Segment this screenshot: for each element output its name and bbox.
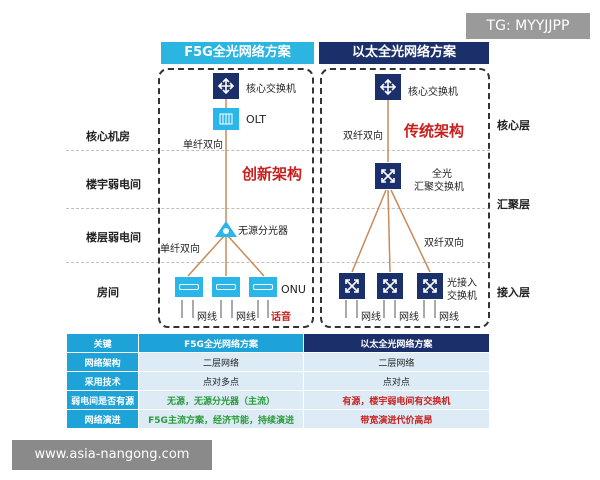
olt-label: OLT	[246, 113, 266, 126]
row-label-room: 房间	[97, 286, 119, 299]
innovation-architecture-label: 创新架构	[242, 165, 303, 183]
table-header-cell: 以太全光网络方案	[302, 333, 491, 353]
table-key-cell: 网络架构	[65, 352, 140, 372]
row-label-core-layer: 核心层	[497, 119, 530, 132]
row-label-aggregation-layer: 汇聚层	[497, 198, 530, 211]
table-header-row: 关键 F5G全光网络方案 以太全光网络方案	[65, 333, 491, 353]
f5g-core-switch-icon	[213, 73, 239, 99]
f5g-line-splitter-onu1	[187, 235, 225, 277]
splitter-label: 无源分光器	[238, 226, 288, 237]
f5g-net-cable-label: 网线	[236, 312, 256, 323]
access-switch-icon	[339, 273, 365, 299]
watermark-bottom: www.asia-nangong.com	[12, 440, 212, 470]
eth-fiber-label-1: 双纤双向	[343, 131, 383, 142]
onu-icon	[249, 277, 277, 297]
access-switch-icon	[377, 273, 403, 299]
table-row: 网络架构 二层网络 二层网络	[65, 352, 491, 372]
row-label-access-layer: 接入层	[497, 286, 530, 299]
row-separator	[66, 262, 490, 263]
table-key-cell: 采用技术	[65, 371, 140, 391]
table-row: 网络演进 F5G主流方案，经济节能，持续演进 带宽演进代价高昂	[65, 409, 491, 429]
eth-line-agg-access3	[390, 189, 431, 273]
table-row: 弱电间是否有源 无源，无源分光器（主流） 有源，楼宇弱电间有交换机	[65, 390, 491, 410]
row-label-core-room: 核心机房	[86, 130, 130, 143]
eth-net-cable-label: 网线	[439, 312, 459, 323]
table-row: 采用技术 点对多点 点对点	[65, 371, 491, 391]
splitter-icon	[215, 221, 237, 237]
f5g-diagram-box	[158, 68, 314, 328]
eth-core-switch-label: 核心交换机	[408, 87, 458, 98]
row-label-building-closet: 楼宇弱电间	[86, 178, 141, 191]
access-switch-label-1: 光接入	[447, 278, 477, 289]
table-cell: 有源，楼宇弱电间有交换机	[302, 390, 491, 410]
table-cell: 点对点	[302, 371, 491, 391]
onu-label: ONU	[281, 283, 306, 296]
onu-icon	[212, 277, 240, 297]
table-header-cell: 关键	[65, 333, 140, 353]
row-separator	[66, 208, 490, 209]
traditional-architecture-label: 传统架构	[404, 122, 465, 140]
table-key-cell: 弱电间是否有源	[65, 390, 140, 410]
eth-core-switch-icon	[375, 74, 401, 100]
eth-line-agg-access2	[387, 189, 391, 273]
table-cell: 无源，无源分光器（主流）	[138, 390, 304, 410]
aggregation-switch-label-2: 汇聚交换机	[414, 182, 464, 193]
f5g-net-cable-label: 网线	[197, 312, 217, 323]
table-cell: F5G主流方案，经济节能，持续演进	[138, 409, 304, 429]
table-key-cell: 网络演进	[65, 409, 140, 429]
eth-line-agg-access1	[351, 189, 387, 273]
table-header-cell: F5G全光网络方案	[138, 333, 304, 353]
access-switch-label-2: 交换机	[447, 291, 477, 302]
row-label-floor-closet: 楼层弱电间	[86, 231, 141, 244]
aggregation-switch-label-1: 全光	[432, 169, 452, 180]
eth-fiber-label-2: 双纤双向	[424, 238, 464, 249]
table-cell: 二层网络	[138, 352, 304, 372]
header-f5g: F5G全光网络方案	[161, 42, 314, 64]
f5g-core-switch-label: 核心交换机	[246, 84, 296, 95]
f5g-line-splitter-onu3	[227, 235, 265, 277]
eth-net-cable-label: 网线	[361, 312, 381, 323]
voice-label: 话音	[271, 312, 291, 323]
watermark-top: TG: MYYJJPP	[466, 13, 590, 39]
onu-icon	[175, 277, 203, 297]
ethernet-diagram-box	[320, 68, 490, 328]
f5g-fiber-label-2: 单纤双向	[160, 244, 200, 255]
olt-icon	[213, 108, 239, 130]
table-cell: 二层网络	[302, 352, 491, 372]
comparison-table: 关键 F5G全光网络方案 以太全光网络方案 网络架构 二层网络 二层网络 采用技…	[65, 333, 491, 429]
eth-net-cable-label: 网线	[399, 312, 419, 323]
table-cell: 带宽演进代价高昂	[302, 409, 491, 429]
access-switch-icon	[417, 273, 443, 299]
table-cell: 点对多点	[138, 371, 304, 391]
row-separator	[66, 150, 490, 151]
header-ethernet: 以太全光网络方案	[319, 42, 489, 64]
f5g-fiber-label-1: 单纤双向	[183, 140, 223, 151]
aggregation-switch-icon	[375, 163, 401, 189]
